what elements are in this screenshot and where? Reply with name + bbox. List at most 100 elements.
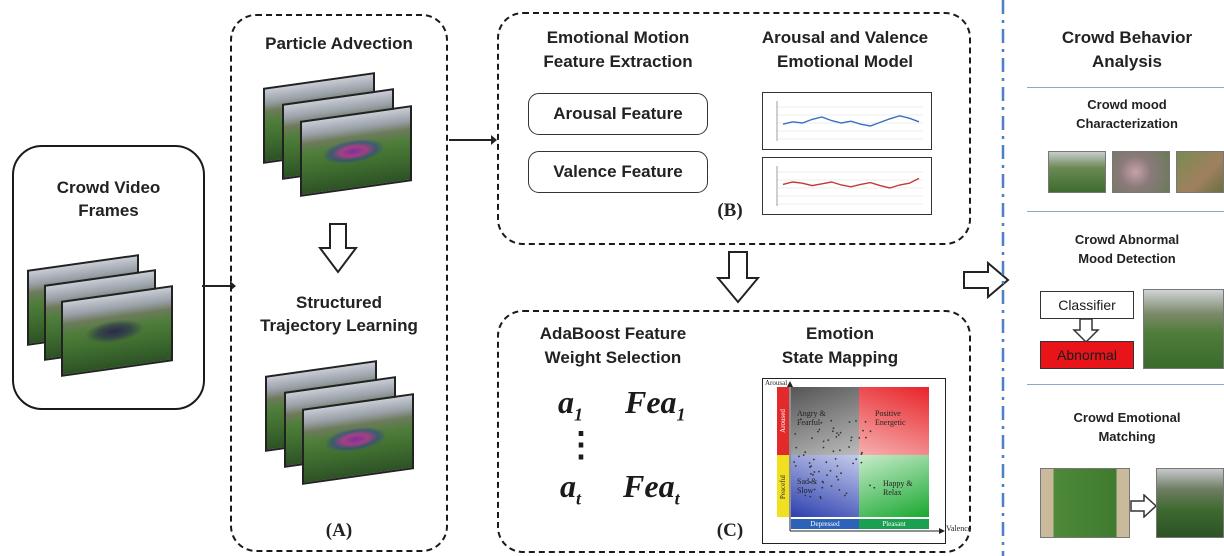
scatter-dot [855, 458, 858, 461]
panel-a-mid-title-line1: Structured [296, 293, 382, 312]
video-frame [61, 285, 173, 377]
scatter-dot [836, 465, 839, 467]
left-band-peaceful [777, 455, 789, 517]
quadrant-sad-slow [791, 455, 859, 517]
panel-b-col2-line2: Emotional Model [777, 52, 913, 71]
scatter-dot [873, 486, 876, 489]
panel-c-col2-line1: Emotion [806, 324, 874, 343]
scatter-dot [834, 458, 837, 460]
s2-line1: Crowd Abnormal [1074, 232, 1180, 247]
panel-a-mid-title-line2: Trajectory Learning [260, 316, 418, 335]
scatter-dot [794, 433, 797, 435]
scatter-dot [822, 440, 825, 443]
mood-thumbnail [1048, 151, 1106, 193]
scatter-dot [794, 465, 797, 467]
scatter-dot [826, 474, 828, 477]
scatter-dot [839, 431, 842, 434]
eq2-fea-sub: t [674, 488, 680, 509]
map-axes-svg [787, 381, 945, 534]
scatter-dot [809, 495, 812, 498]
scatter-dot [844, 494, 846, 497]
section-divider [1027, 384, 1224, 385]
panel-c-col2-line2: State Mapping [781, 348, 899, 367]
scatter-dot [800, 418, 802, 420]
scatter-dot [811, 437, 813, 439]
panel-b-col2-line1: Arousal and Valence [761, 28, 929, 47]
arousal-feature-box: Arousal Feature [528, 93, 708, 135]
scatter-dot [837, 478, 840, 481]
scatter-dot [838, 489, 841, 491]
quadrant-positive-energetic [859, 387, 929, 455]
scatter-dot [862, 429, 864, 432]
analysis-title-line2: Analysis [1092, 52, 1162, 71]
panel-a-top-title: Particle Advection [265, 34, 413, 53]
map-x-axis-label: Valence [946, 524, 972, 533]
quadrant-tl-label: Angry & Fearful [797, 409, 826, 427]
abnormal-thumbnail [1143, 289, 1224, 369]
matching-thumbnail [1156, 468, 1224, 538]
eq1-fea-sub: 1 [676, 404, 686, 425]
bottom-band-pleasant [859, 519, 929, 529]
valence-curve-svg [776, 166, 923, 206]
scatter-dot [827, 439, 830, 441]
eq1-a: a [558, 384, 574, 420]
scatter-dot [837, 434, 840, 436]
quadrant-bl-label: Sad & Slow [797, 477, 818, 495]
classifier-box: Classifier [1040, 291, 1134, 319]
scatter-dot [858, 437, 861, 439]
scatter-dot [822, 481, 825, 484]
vertical-separator [1001, 0, 1005, 556]
eq2-a: a [560, 468, 576, 504]
panel-c-col1-line2: Weight Selection [544, 348, 682, 367]
right-arrow-icon [1130, 494, 1158, 518]
s1-line1: Crowd mood [1087, 97, 1167, 112]
quadrant-br-label: Happy & Relax [883, 479, 913, 497]
eq1-a-sub: 1 [574, 404, 583, 425]
scatter-dot [819, 497, 822, 500]
scatter-dot [812, 473, 814, 476]
s3-line1: Crowd Emotional [1073, 410, 1181, 425]
panel-c [497, 310, 971, 553]
panel-a-tag: (A) [325, 520, 353, 541]
scatter-dot [825, 461, 828, 464]
bottom-band-pleasant-label: Pleasant [882, 520, 906, 528]
equation-row-1: a1 Fea1 [558, 384, 686, 425]
scatter-dot [836, 432, 838, 434]
matching-thumbnail [1040, 468, 1130, 538]
scatter-dot [808, 462, 811, 464]
scatter-dot [869, 484, 871, 487]
scatter-dot [798, 455, 800, 458]
right-arrow-icon [963, 260, 1010, 300]
scatter-dot [860, 461, 863, 464]
scatter-dot [848, 446, 850, 448]
scatter-dot [813, 488, 816, 491]
scatter-dot [804, 494, 807, 497]
scatter-dot [832, 430, 834, 433]
scatter-dot [830, 419, 833, 422]
scatter-dot [802, 454, 805, 456]
section-divider [1027, 211, 1224, 212]
scatter-dot [819, 495, 822, 498]
eq1-fea: Fea [625, 384, 677, 420]
quadrant-angry-fearful [791, 387, 859, 455]
scatter-dot [832, 450, 835, 453]
analysis-title-line1: Crowd Behavior [1061, 28, 1193, 47]
eq2-a-sub: t [576, 488, 582, 509]
scatter-dot [829, 469, 832, 472]
scatter-dot [845, 492, 848, 495]
down-arrow-icon [1072, 318, 1100, 344]
scatter-dot [839, 449, 841, 452]
arousal-curve-line [782, 115, 920, 127]
panel-c-tag: (C) [716, 520, 744, 541]
panel-b-col1-line2: Feature Extraction [543, 52, 693, 71]
arousal-curve-plot [762, 92, 932, 150]
scatter-dot [830, 485, 833, 487]
scatter-dot [793, 461, 795, 463]
panel-b-tag: (B) [717, 200, 743, 221]
panel-a [230, 14, 448, 552]
panel-b [497, 12, 971, 245]
down-arrow-icon [716, 251, 760, 304]
bottom-band-depressed-label: Depressed [810, 520, 840, 528]
scatter-dot [813, 471, 816, 473]
quadrant-tr-label: Positive Energetic [875, 409, 906, 427]
